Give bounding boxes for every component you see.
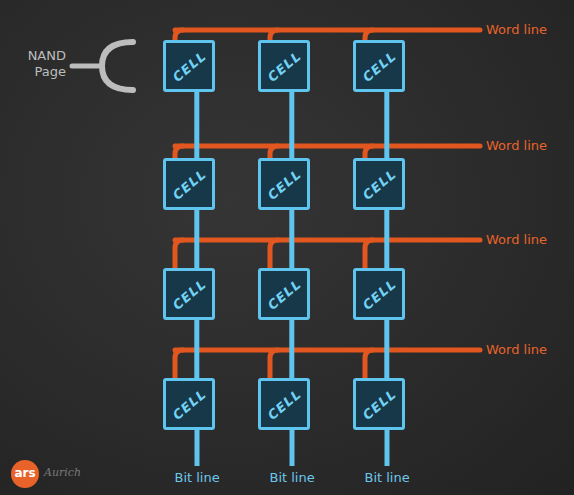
word-line-gate [175, 350, 183, 380]
signature: Aurich [44, 466, 81, 479]
bit-line-tail [385, 430, 390, 466]
word-line-gate [365, 350, 373, 380]
cell-label: CELL [169, 276, 209, 313]
cell-label: CELL [264, 48, 304, 85]
memory-cell: CELL [163, 268, 215, 320]
cell-label: CELL [264, 276, 304, 313]
memory-cell: CELL [258, 40, 310, 92]
bit-line-link [289, 210, 294, 268]
word-line-label: Word line [486, 342, 547, 357]
cell-label: CELL [359, 166, 399, 203]
bit-line-tail [195, 430, 200, 466]
bit-line-link [194, 320, 199, 378]
memory-cell: CELL [353, 158, 405, 210]
bit-line-label: Bit line [175, 470, 220, 485]
word-line-label: Word line [486, 232, 547, 247]
memory-cell: CELL [163, 378, 215, 430]
bit-line-link [289, 92, 294, 158]
cell-label: CELL [359, 276, 399, 313]
word-line-gate [175, 240, 183, 270]
bit-line-link [384, 210, 389, 268]
word-line-label: Word line [486, 138, 547, 153]
memory-cell: CELL [163, 158, 215, 210]
cell-label: CELL [359, 48, 399, 85]
cell-label: CELL [359, 386, 399, 423]
word-line [175, 238, 480, 243]
logo-text: ars [15, 466, 36, 480]
word-line-gate [270, 350, 278, 380]
word-line-label: Word line [486, 22, 547, 37]
word-line [175, 144, 480, 149]
memory-cell: CELL [353, 268, 405, 320]
word-line-gate [365, 240, 373, 270]
bit-line-tails [197, 430, 387, 466]
bit-line-link [289, 320, 294, 378]
cell-label: CELL [169, 48, 209, 85]
word-line-gate [270, 240, 278, 270]
page-bracket [102, 42, 133, 90]
word-line [175, 28, 480, 33]
bit-line-link [194, 210, 199, 268]
cell-label: CELL [264, 386, 304, 423]
cell-label: CELL [264, 166, 304, 203]
bit-line-link [194, 92, 199, 158]
word-lines [175, 30, 480, 380]
memory-cell: CELL [163, 40, 215, 92]
cell-label: CELL [169, 386, 209, 423]
memory-cell: CELL [258, 378, 310, 430]
memory-cell: CELL [258, 268, 310, 320]
bit-line-link [384, 320, 389, 378]
memory-cell: CELL [353, 378, 405, 430]
memory-cell: CELL [353, 40, 405, 92]
bit-line-label: Bit line [365, 470, 410, 485]
memory-cell: CELL [258, 158, 310, 210]
bit-line-tail [290, 430, 295, 466]
cell-label: CELL [169, 166, 209, 203]
bit-line-label: Bit line [270, 470, 315, 485]
page-label: NAND Page [14, 48, 66, 81]
bracket-stub [72, 64, 101, 69]
word-line [175, 348, 480, 353]
bit-line-link [384, 92, 389, 158]
logo-badge [11, 460, 39, 488]
